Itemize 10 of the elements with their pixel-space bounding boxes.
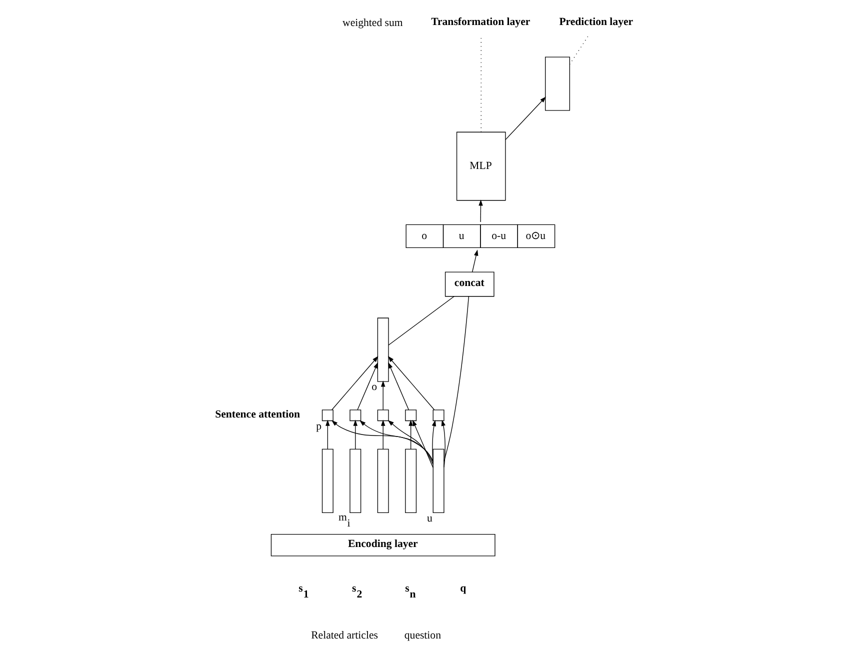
label: Sentence attention xyxy=(215,408,300,420)
label: question xyxy=(404,629,441,642)
node-label: p xyxy=(316,420,322,432)
node-text: Transformation layer xyxy=(431,16,530,28)
node-label: u xyxy=(427,512,432,524)
node-text: Prediction layer xyxy=(559,16,634,28)
label: Related articles xyxy=(311,629,378,642)
node-label: o xyxy=(372,381,378,394)
label: weighted sum xyxy=(342,16,403,29)
label: q xyxy=(460,582,466,595)
